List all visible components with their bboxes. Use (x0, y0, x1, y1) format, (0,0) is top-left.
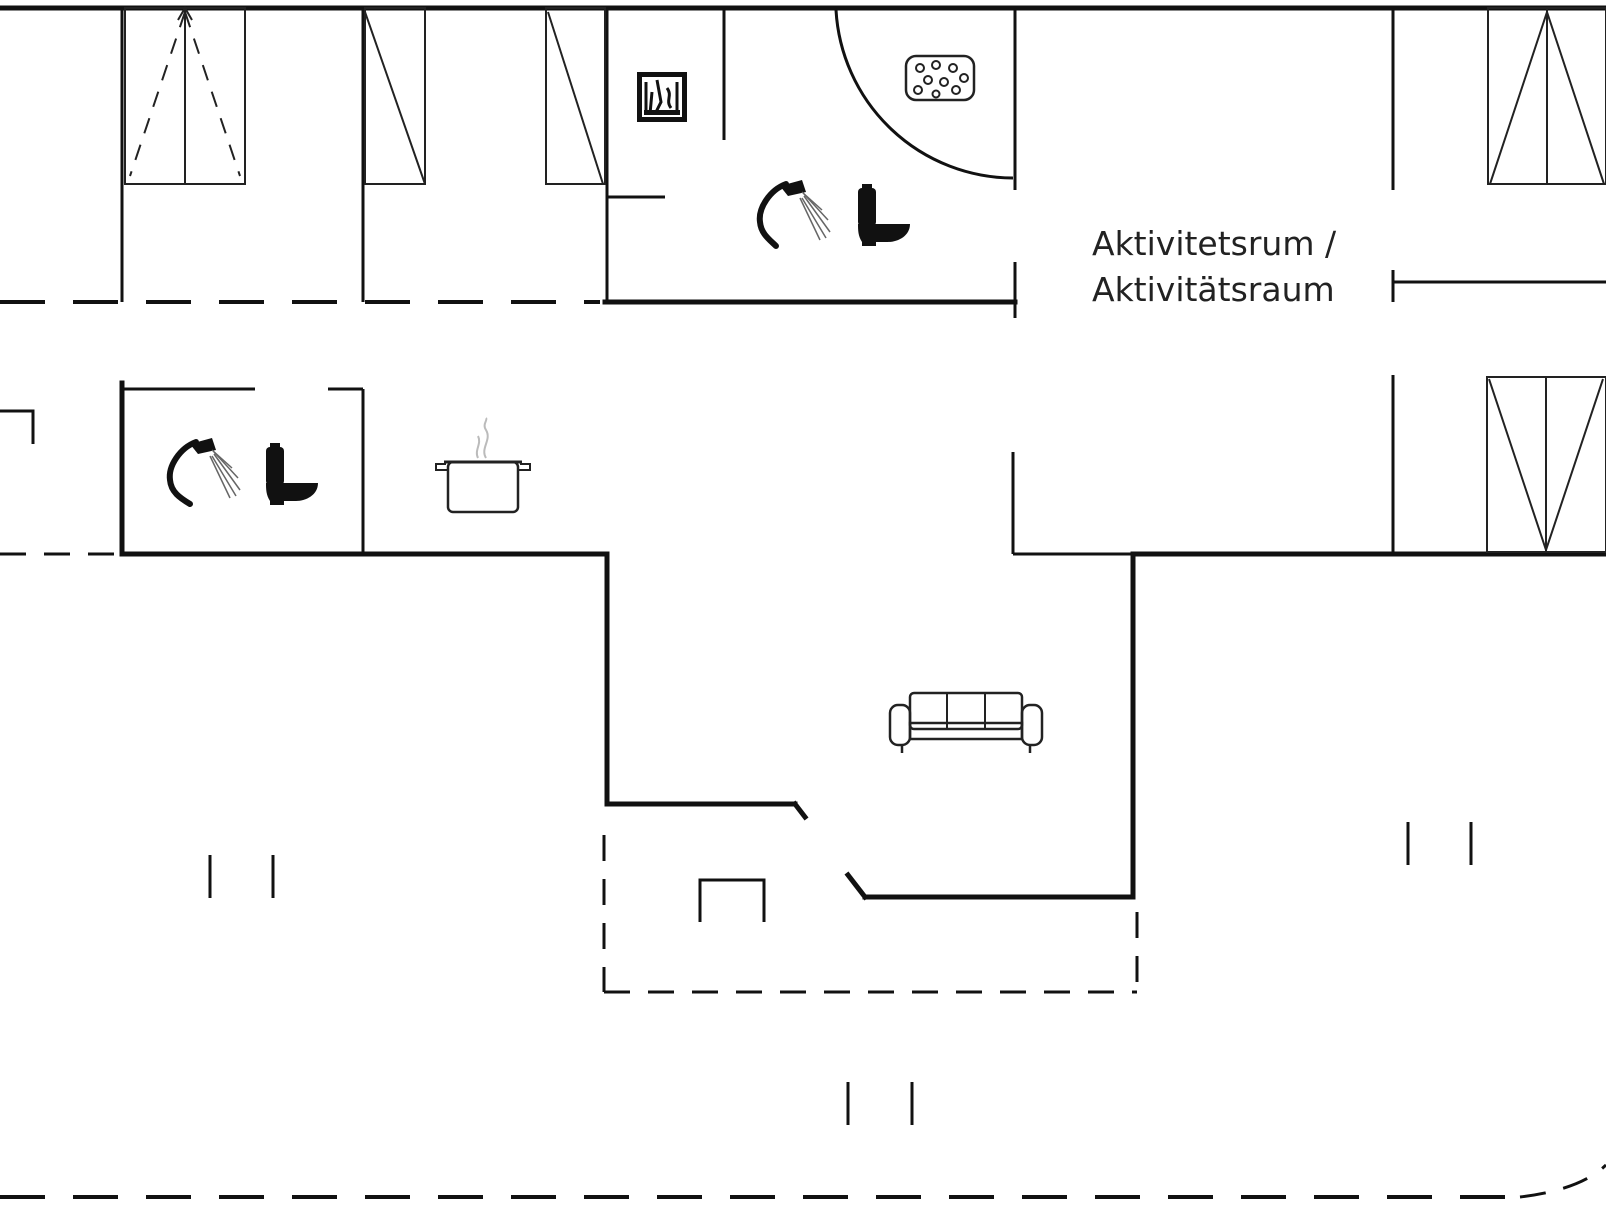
sofa-icon (888, 691, 1044, 753)
toilet-icon (266, 443, 318, 505)
wardrobe-top-right (1487, 7, 1606, 185)
cooking-pot-icon (435, 417, 531, 514)
terrace-outline (0, 1163, 1606, 1199)
bathroom-middle (0, 380, 365, 557)
shower-icon (166, 438, 241, 507)
activity-room-label-line2: Aktivitätsraum (1092, 270, 1335, 309)
shower-icon (756, 180, 831, 249)
entrance-porch (602, 835, 1139, 994)
wardrobe-top-3 (545, 7, 606, 185)
wardrobe-top-2 (364, 7, 426, 185)
activity-room-label-line1: Aktivitetsrum / (1092, 224, 1337, 263)
jacuzzi-icon (904, 54, 976, 102)
toilet-icon (858, 184, 910, 246)
wardrobe-middle-right (1486, 376, 1606, 554)
bathroom-top (834, 9, 1014, 180)
wardrobe-top-1 (124, 6, 246, 185)
step-marks (208, 822, 1473, 1125)
bedroom-walls-top (120, 8, 1606, 554)
sauna-icon (637, 72, 687, 122)
outer-walls (0, 5, 1606, 901)
